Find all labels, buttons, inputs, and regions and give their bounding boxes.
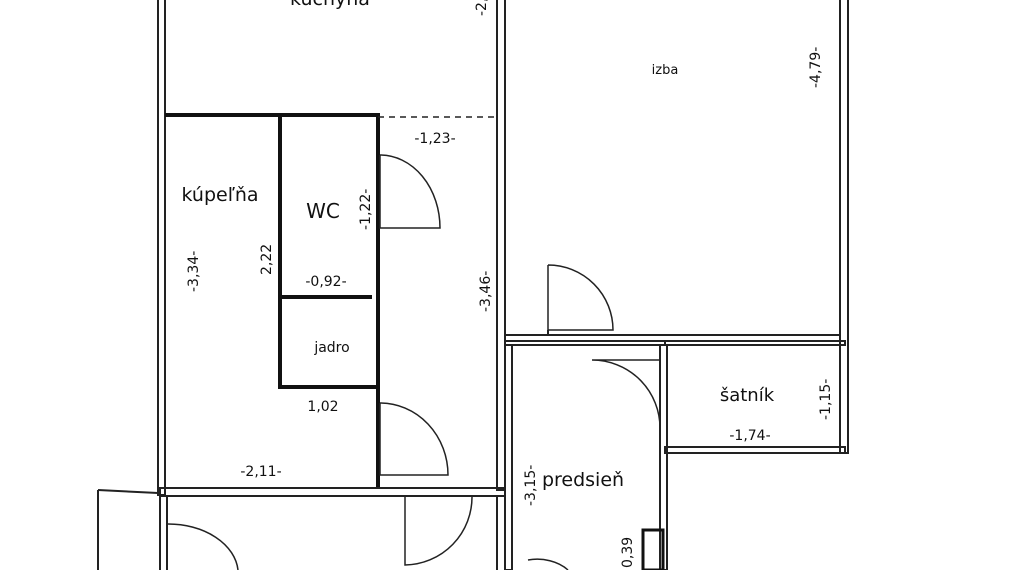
dim-room-height: -4,79- bbox=[808, 47, 824, 88]
label-bathroom: kúpeľňa bbox=[181, 184, 258, 206]
dim-hall-side-height: -3,46- bbox=[478, 271, 494, 312]
dim-wc-height: -1,22- bbox=[358, 189, 374, 230]
core-walls bbox=[165, 113, 497, 487]
dim-kitchen-height: -2, bbox=[474, 0, 490, 16]
label-room: izba bbox=[652, 63, 679, 78]
door-closet bbox=[591, 359, 661, 429]
dim-closet-width: -1,74- bbox=[729, 428, 770, 444]
door-kitchen bbox=[404, 495, 473, 566]
label-closet: šatník bbox=[720, 385, 775, 406]
door-wc bbox=[379, 154, 441, 229]
dim-bath-width: -2,11- bbox=[240, 464, 281, 480]
label-core: jadro bbox=[313, 340, 349, 356]
dimension-labels: -2, -4,79- -1,23- -1,22- -3,34- 2,22 -0,… bbox=[186, 0, 834, 568]
door-lower-left bbox=[167, 523, 239, 570]
walls bbox=[97, 0, 849, 570]
dim-wc-width: -0,92- bbox=[305, 274, 346, 290]
dim-dashed-width: -1,23- bbox=[414, 131, 455, 147]
door-room bbox=[547, 264, 614, 331]
label-wc: WC bbox=[306, 199, 340, 223]
dim-wc-inner-height: 2,22 bbox=[259, 244, 275, 275]
door-hall bbox=[527, 558, 569, 570]
dim-bath-height: -3,34- bbox=[186, 251, 202, 292]
room-labels: kuchyňa izba kúpeľňa WC jadro predsieň š… bbox=[181, 0, 774, 491]
dim-hall-height: -3,15- bbox=[523, 465, 539, 506]
dim-core-width: 1,02 bbox=[307, 399, 338, 415]
label-kitchen: kuchyňa bbox=[290, 0, 370, 10]
label-hall: predsieň bbox=[542, 469, 624, 491]
doors bbox=[167, 154, 661, 570]
dim-closet-height: -1,15- bbox=[818, 379, 834, 420]
door-bath bbox=[379, 402, 449, 476]
niche-box bbox=[641, 528, 665, 570]
dim-niche: 0,39 bbox=[620, 537, 636, 568]
